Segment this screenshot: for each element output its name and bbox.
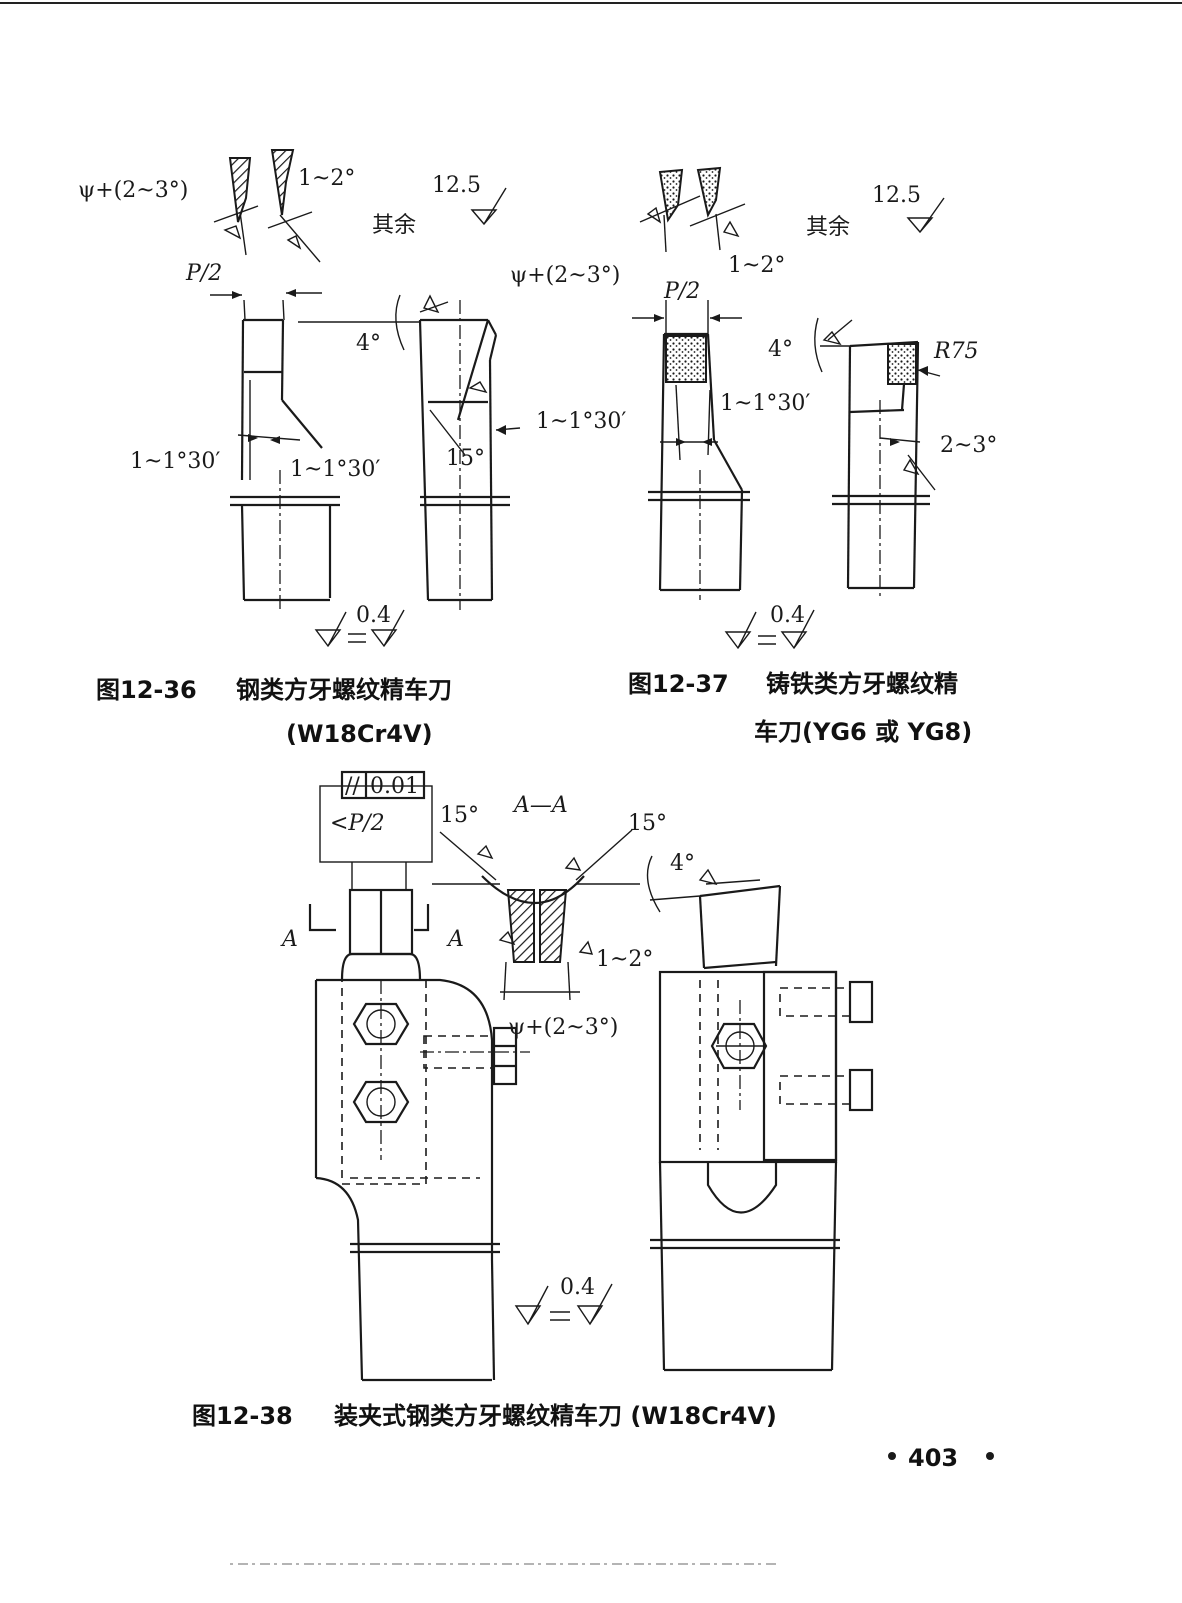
caption-title-37-line2: 车刀(YG6 或 YG8) — [754, 718, 972, 746]
label-side-clearance-37: ψ+(2~3°) — [510, 263, 620, 288]
label-taper-37: 1~1°30′ — [720, 391, 810, 416]
caption-title-36: 钢类方牙螺纹精车刀 — [236, 676, 452, 704]
carbide-insert-front — [665, 335, 707, 383]
label-roughness-other-37: 12.5 — [872, 183, 921, 208]
label-angle-15-36: 15° — [446, 446, 485, 471]
label-side-angle-36: 1~2° — [298, 166, 355, 191]
screw-upper-hidden — [779, 987, 851, 1017]
label-taper-left-36: 1~1°30′ — [130, 449, 220, 474]
figure-12-36: ψ+(2~3°) 1~2° 12.5 其余 P/2 4° 1~1°30′ 15°… — [78, 149, 626, 748]
label-section-mark-a-left: A — [280, 927, 298, 952]
screw-upper-head — [848, 980, 874, 1024]
label-half-pitch-37: P/2 — [663, 279, 700, 304]
clamp-slot-hidden — [341, 979, 427, 1185]
label-less-than-half-pitch: <P/2 — [330, 811, 385, 836]
label-taper-right-36: 1~1°30′ — [290, 457, 380, 482]
caption-material-36: (W18Cr4V) — [286, 720, 433, 748]
label-roughness-fine-37: 0.4 — [770, 603, 805, 628]
figure-12-37: ψ+(2~3°) 1~2° 12.5 其余 P/2 4° R75 1~1°30′… — [510, 166, 997, 746]
label-section-mark-a-right: A — [446, 927, 464, 952]
page-number-block: 403 — [888, 1444, 994, 1472]
carbide-insert-side — [887, 343, 917, 385]
caption-number-38: 图12-38 — [192, 1402, 293, 1430]
label-half-pitch-36: P/2 — [185, 261, 222, 286]
side-screw-head — [492, 1026, 518, 1086]
label-angle-15-left: 15° — [440, 803, 479, 828]
page-number: 403 — [908, 1444, 958, 1472]
label-side-clearance-38: ψ+(2~3°) — [508, 1015, 618, 1040]
label-angle-4-38: 4° — [670, 851, 695, 876]
caption-number-36: 图12-36 — [96, 676, 197, 704]
label-side-angle-37: 1~2° — [728, 253, 785, 278]
label-angle-2-3-37: 2~3° — [940, 433, 997, 458]
tolerance-frame — [340, 770, 426, 800]
section-detail-carbide-right — [696, 166, 722, 218]
caption-title-38: 装夹式钢类方牙螺纹精车刀 (W18Cr4V) — [334, 1402, 777, 1430]
roughness-equals-symbol-36 — [314, 609, 405, 648]
label-angle-4-37: 4° — [768, 337, 793, 362]
clamp-plate-side — [762, 970, 838, 1162]
bolt-side-view — [710, 1022, 768, 1070]
roughness-symbol-other-36 — [470, 187, 507, 226]
dimension-frame — [319, 785, 433, 863]
screw-lower-head — [848, 1068, 874, 1112]
label-other-36: 其余 — [372, 213, 416, 238]
roughness-equals-symbol-38 — [514, 1283, 613, 1326]
label-angle-4-36: 4° — [356, 331, 381, 356]
caption-title-37-line1: 铸铁类方牙螺纹精 — [766, 670, 958, 698]
roughness-equals-symbol-37 — [724, 609, 815, 650]
label-side-clearance-36: ψ+(2~3°) — [78, 178, 188, 203]
label-roughness-fine-36: 0.4 — [356, 603, 391, 628]
section-detail-right — [270, 149, 295, 216]
label-section-aa: A—A — [512, 793, 568, 818]
figure-12-38: // 0.01 <P/2 — [192, 770, 874, 1430]
label-taper-side-36: 1~1°30′ — [536, 409, 626, 434]
caption-number-37: 图12-37 — [628, 670, 729, 698]
label-radius-37: R75 — [933, 339, 979, 364]
label-angle-15-right: 15° — [628, 811, 667, 836]
label-other-37: 其余 — [806, 215, 850, 240]
screw-lower-hidden — [779, 1075, 851, 1105]
roughness-symbol-other-37 — [906, 197, 945, 234]
label-roughness-other-36: 12.5 — [432, 173, 481, 198]
section-detail-left — [228, 157, 252, 223]
section-aa-right — [539, 889, 568, 963]
label-roughness-fine-38: 0.4 — [560, 1275, 595, 1300]
label-side-angle-38: 1~2° — [596, 947, 653, 972]
